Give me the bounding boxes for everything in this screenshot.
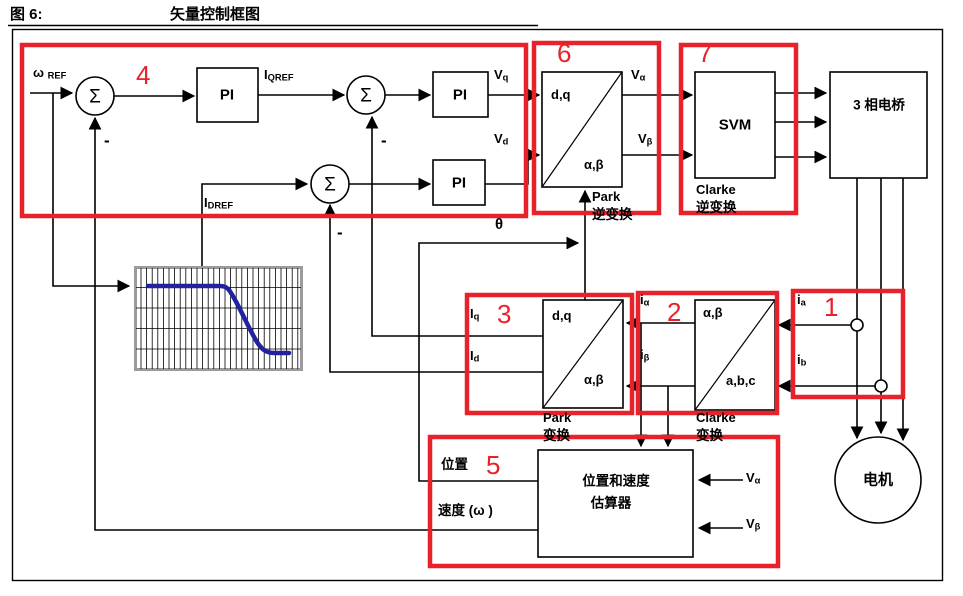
region-number-1: 1 [824, 292, 839, 322]
pi-speed-block [196, 67, 259, 123]
estimator-block [537, 449, 694, 558]
bridge-block [829, 71, 928, 179]
clarke-caption-1: Clarke [696, 410, 736, 425]
region-number-7: 7 [698, 38, 713, 68]
label-vbeta-in: Vβ [746, 516, 761, 532]
sum-junction-1 [75, 76, 115, 116]
bridge-label: 3 相电桥 [853, 97, 905, 113]
figure-border [11, 28, 944, 582]
wire-position-theta [418, 236, 580, 482]
park-caption-1: Park [543, 410, 572, 425]
wire-omega-ref-to-field-weakening [52, 93, 131, 293]
label-vd: Vd [494, 131, 509, 147]
label-ia: ia [797, 292, 806, 308]
sum-2-minus: - [381, 131, 387, 150]
label-theta: θ [495, 216, 504, 233]
label-position-out: 位置 [441, 457, 468, 472]
sum-junction-2 [346, 75, 386, 115]
region-highlight-3 [464, 292, 635, 416]
clarke-abc: a,b,c [726, 373, 756, 388]
label-iqref: IQREF [264, 67, 294, 83]
sum-1-sigma: Σ [89, 86, 101, 108]
label-ibeta: iβ [640, 347, 650, 363]
region-highlight-2 [635, 290, 780, 416]
park-caption-2: 变换 [543, 428, 570, 443]
label-id: Id [470, 348, 480, 364]
label-iq: Iq [470, 306, 480, 322]
clarke-caption-2: 变换 [696, 428, 723, 443]
wire-iq-feedback [365, 115, 543, 337]
estimator-label-line1: 位置和速度 [582, 473, 650, 489]
figure-number: 图 6: [10, 6, 43, 23]
wire-vd [485, 148, 541, 185]
park-inverse-caption-2: 逆变换 [592, 207, 633, 222]
region-highlight-5 [427, 434, 781, 569]
region-number-3: 3 [497, 299, 512, 329]
clarke-diagonal [694, 299, 776, 411]
clarke-inverse-caption-2: 逆变换 [696, 200, 737, 215]
park-ab: α,β [584, 372, 604, 387]
park-inverse-dq: d,q [551, 87, 571, 102]
sum-3-minus: - [337, 223, 343, 242]
region-highlight-1 [790, 288, 906, 400]
svm-label: SVM [718, 116, 752, 134]
wire-speed-feedback [88, 116, 538, 531]
region-highlight-6 [531, 40, 662, 216]
wire-id-feedback [323, 203, 543, 373]
park-inverse-caption-1: Park [592, 189, 621, 204]
region-number-6: 6 [557, 38, 572, 68]
label-valpha-in: Vα [746, 470, 761, 486]
sum-3-sigma: Σ [324, 174, 336, 196]
current-sensor-b [874, 379, 888, 393]
field-weakening-curve [145, 283, 292, 356]
figure-title: 矢量控制框图 [170, 6, 261, 23]
region-number-5: 5 [486, 450, 501, 480]
pi-d-block [432, 159, 486, 206]
pi-q-label: PI [452, 86, 468, 104]
estimator-label-line2: 估算器 [590, 495, 632, 511]
label-omega-ref: ω REF [33, 65, 67, 81]
motor-label: 电机 [862, 471, 894, 489]
sum-2-sigma: Σ [360, 85, 372, 107]
park-diagonal [542, 299, 624, 409]
label-vbeta-out: Vβ [638, 131, 653, 147]
park-inverse-diagonal [541, 71, 623, 188]
region-number-2: 2 [667, 297, 682, 327]
park-inverse-ab: α,β [584, 157, 604, 172]
sum-1-minus: - [104, 131, 110, 150]
park-dq: d,q [552, 308, 572, 323]
clarke-ab: α,β [703, 305, 723, 320]
label-vq: Vq [494, 67, 509, 83]
label-ib: ib [797, 352, 807, 368]
pi-speed-label: PI [219, 86, 235, 104]
region-number-4: 4 [136, 60, 151, 90]
motor-circle [834, 436, 922, 524]
label-valpha-out: Vα [631, 67, 646, 83]
pi-q-block [432, 71, 489, 118]
wire-idref [201, 177, 309, 267]
sum-junction-3 [310, 164, 350, 204]
clarke-inverse-caption-1: Clarke [696, 182, 736, 197]
region-highlight-4 [19, 42, 529, 219]
svm-block [694, 71, 776, 179]
current-sensor-a [850, 318, 864, 332]
pi-d-label: PI [451, 174, 467, 192]
label-idref: IDREF [204, 195, 234, 211]
label-speed-out: 速度 (ω ) [438, 503, 493, 518]
label-ialpha: iα [640, 292, 650, 308]
region-highlight-7 [678, 42, 799, 216]
